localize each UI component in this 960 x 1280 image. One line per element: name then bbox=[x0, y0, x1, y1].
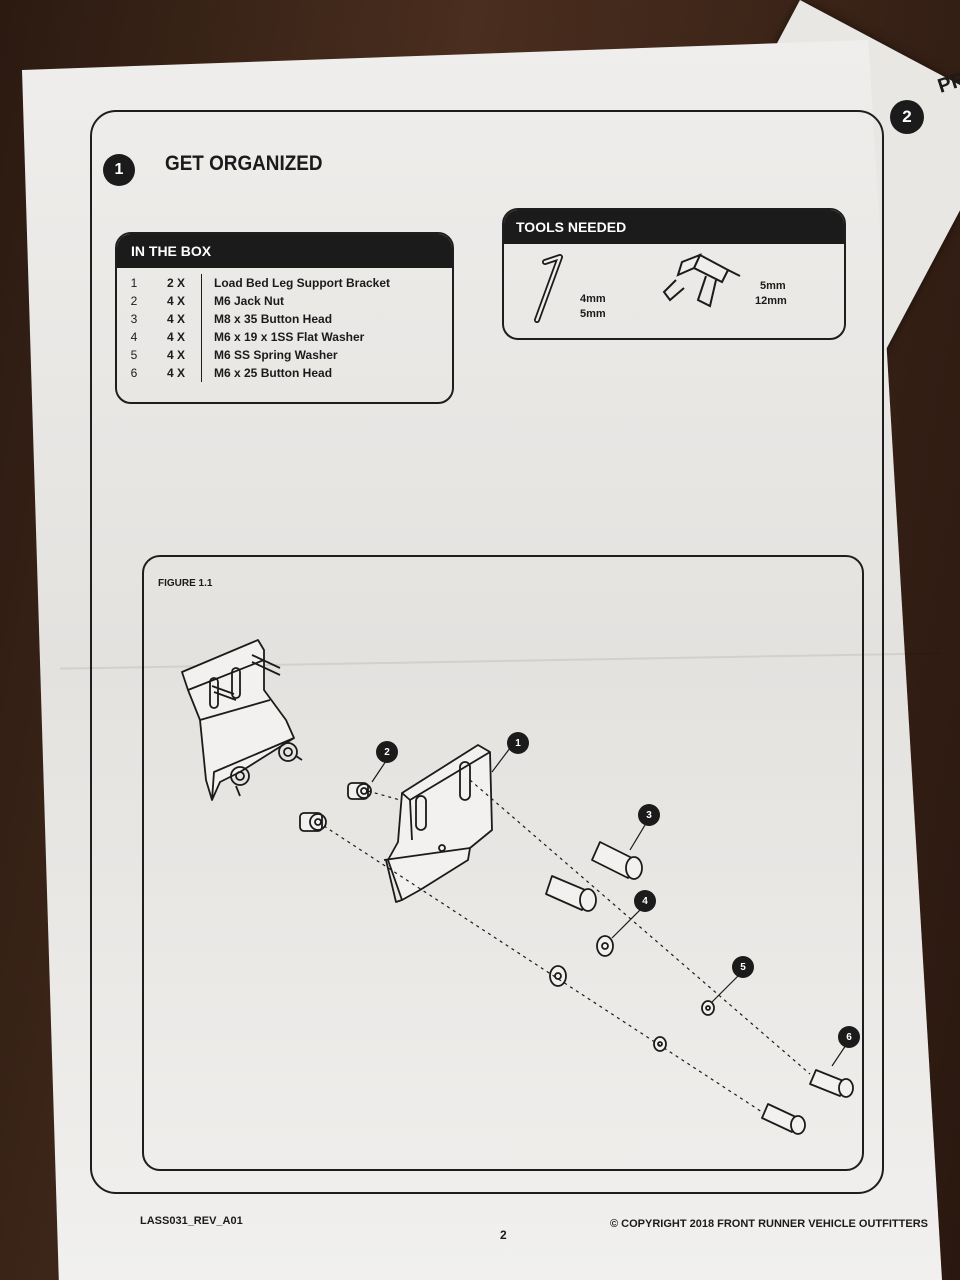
step-frame bbox=[90, 110, 884, 1194]
callout-1: 1 bbox=[507, 732, 529, 754]
figure-panel bbox=[142, 555, 864, 1171]
part-quantity: 4 X bbox=[151, 310, 202, 328]
support-bracket-illustration bbox=[383, 744, 493, 903]
allen-key-size: 5mm bbox=[580, 308, 606, 320]
part-description: M6 Jack Nut bbox=[214, 294, 285, 308]
callout-3: 3 bbox=[638, 804, 660, 826]
part-quantity: 4 X bbox=[151, 328, 202, 346]
part-description: M8 x 35 Button Head bbox=[214, 312, 333, 326]
part-number: 3 bbox=[130, 312, 138, 326]
part-quantity: 2 X bbox=[151, 274, 202, 292]
tools-needed-panel: TOOLS NEEDED bbox=[502, 208, 846, 340]
drill-bit-size: 12mm bbox=[755, 295, 787, 307]
allen-key-icon bbox=[534, 254, 563, 323]
part-number: 4 bbox=[130, 330, 138, 344]
part-number: 1 bbox=[130, 276, 138, 290]
figure-label: FIGURE 1.1 bbox=[158, 578, 213, 589]
part-quantity: 4 X bbox=[151, 346, 202, 364]
drill-icon bbox=[662, 253, 741, 308]
part-number: 6 bbox=[130, 366, 138, 380]
allen-key-size: 4mm bbox=[580, 293, 606, 305]
table-row: 5 4 X M6 SS Spring Washer bbox=[117, 346, 390, 364]
part-description: M6 SS Spring Washer bbox=[214, 348, 338, 362]
part-quantity: 4 X bbox=[151, 364, 202, 382]
part-number: 2 bbox=[130, 294, 138, 308]
part-description: Load Bed Leg Support Bracket bbox=[214, 276, 391, 290]
table-row: 2 4 X M6 Jack Nut bbox=[117, 292, 390, 310]
parts-table: 1 2 X Load Bed Leg Support Bracket 2 4 X… bbox=[117, 274, 390, 382]
page-number: 2 bbox=[500, 1228, 507, 1242]
next-step-number: 2 bbox=[890, 100, 924, 134]
part-description: M6 x 19 x 1SS Flat Washer bbox=[214, 330, 365, 344]
part-number: 5 bbox=[130, 348, 138, 362]
callout-5: 5 bbox=[732, 956, 754, 978]
assembly-guide-lines bbox=[323, 779, 811, 1113]
tools-needed-title: TOOLS NEEDED bbox=[504, 210, 844, 244]
part-description: M6 x 25 Button Head bbox=[214, 366, 333, 380]
m8-button-head-illustration bbox=[545, 841, 643, 912]
table-row: 3 4 X M8 x 35 Button Head bbox=[117, 310, 390, 328]
assembled-bracket-illustration bbox=[181, 639, 303, 801]
drill-bit-size: 5mm bbox=[760, 280, 786, 292]
spring-washer-illustration bbox=[653, 1000, 715, 1052]
m6-button-head-illustration bbox=[761, 1069, 854, 1135]
flat-washer-illustration bbox=[549, 935, 614, 987]
callout-4: 4 bbox=[634, 890, 656, 912]
callout-6: 6 bbox=[838, 1026, 860, 1048]
jack-nut-illustration bbox=[299, 782, 372, 832]
step-number: 1 bbox=[103, 154, 135, 186]
step-title: GET ORGANIZED bbox=[165, 152, 323, 175]
copyright-notice: © COPYRIGHT 2018 FRONT RUNNER VEHICLE OU… bbox=[610, 1218, 928, 1230]
callout-2: 2 bbox=[376, 741, 398, 763]
document-code: LASS031_REV_A01 bbox=[140, 1215, 243, 1227]
table-row: 4 4 X M6 x 19 x 1SS Flat Washer bbox=[117, 328, 390, 346]
in-the-box-panel: IN THE BOX 1 2 X Load Bed Leg Support Br… bbox=[115, 232, 454, 404]
in-the-box-title: IN THE BOX bbox=[117, 234, 452, 268]
table-row: 6 4 X M6 x 25 Button Head bbox=[117, 364, 390, 382]
table-row: 1 2 X Load Bed Leg Support Bracket bbox=[117, 274, 390, 292]
part-quantity: 4 X bbox=[151, 292, 202, 310]
